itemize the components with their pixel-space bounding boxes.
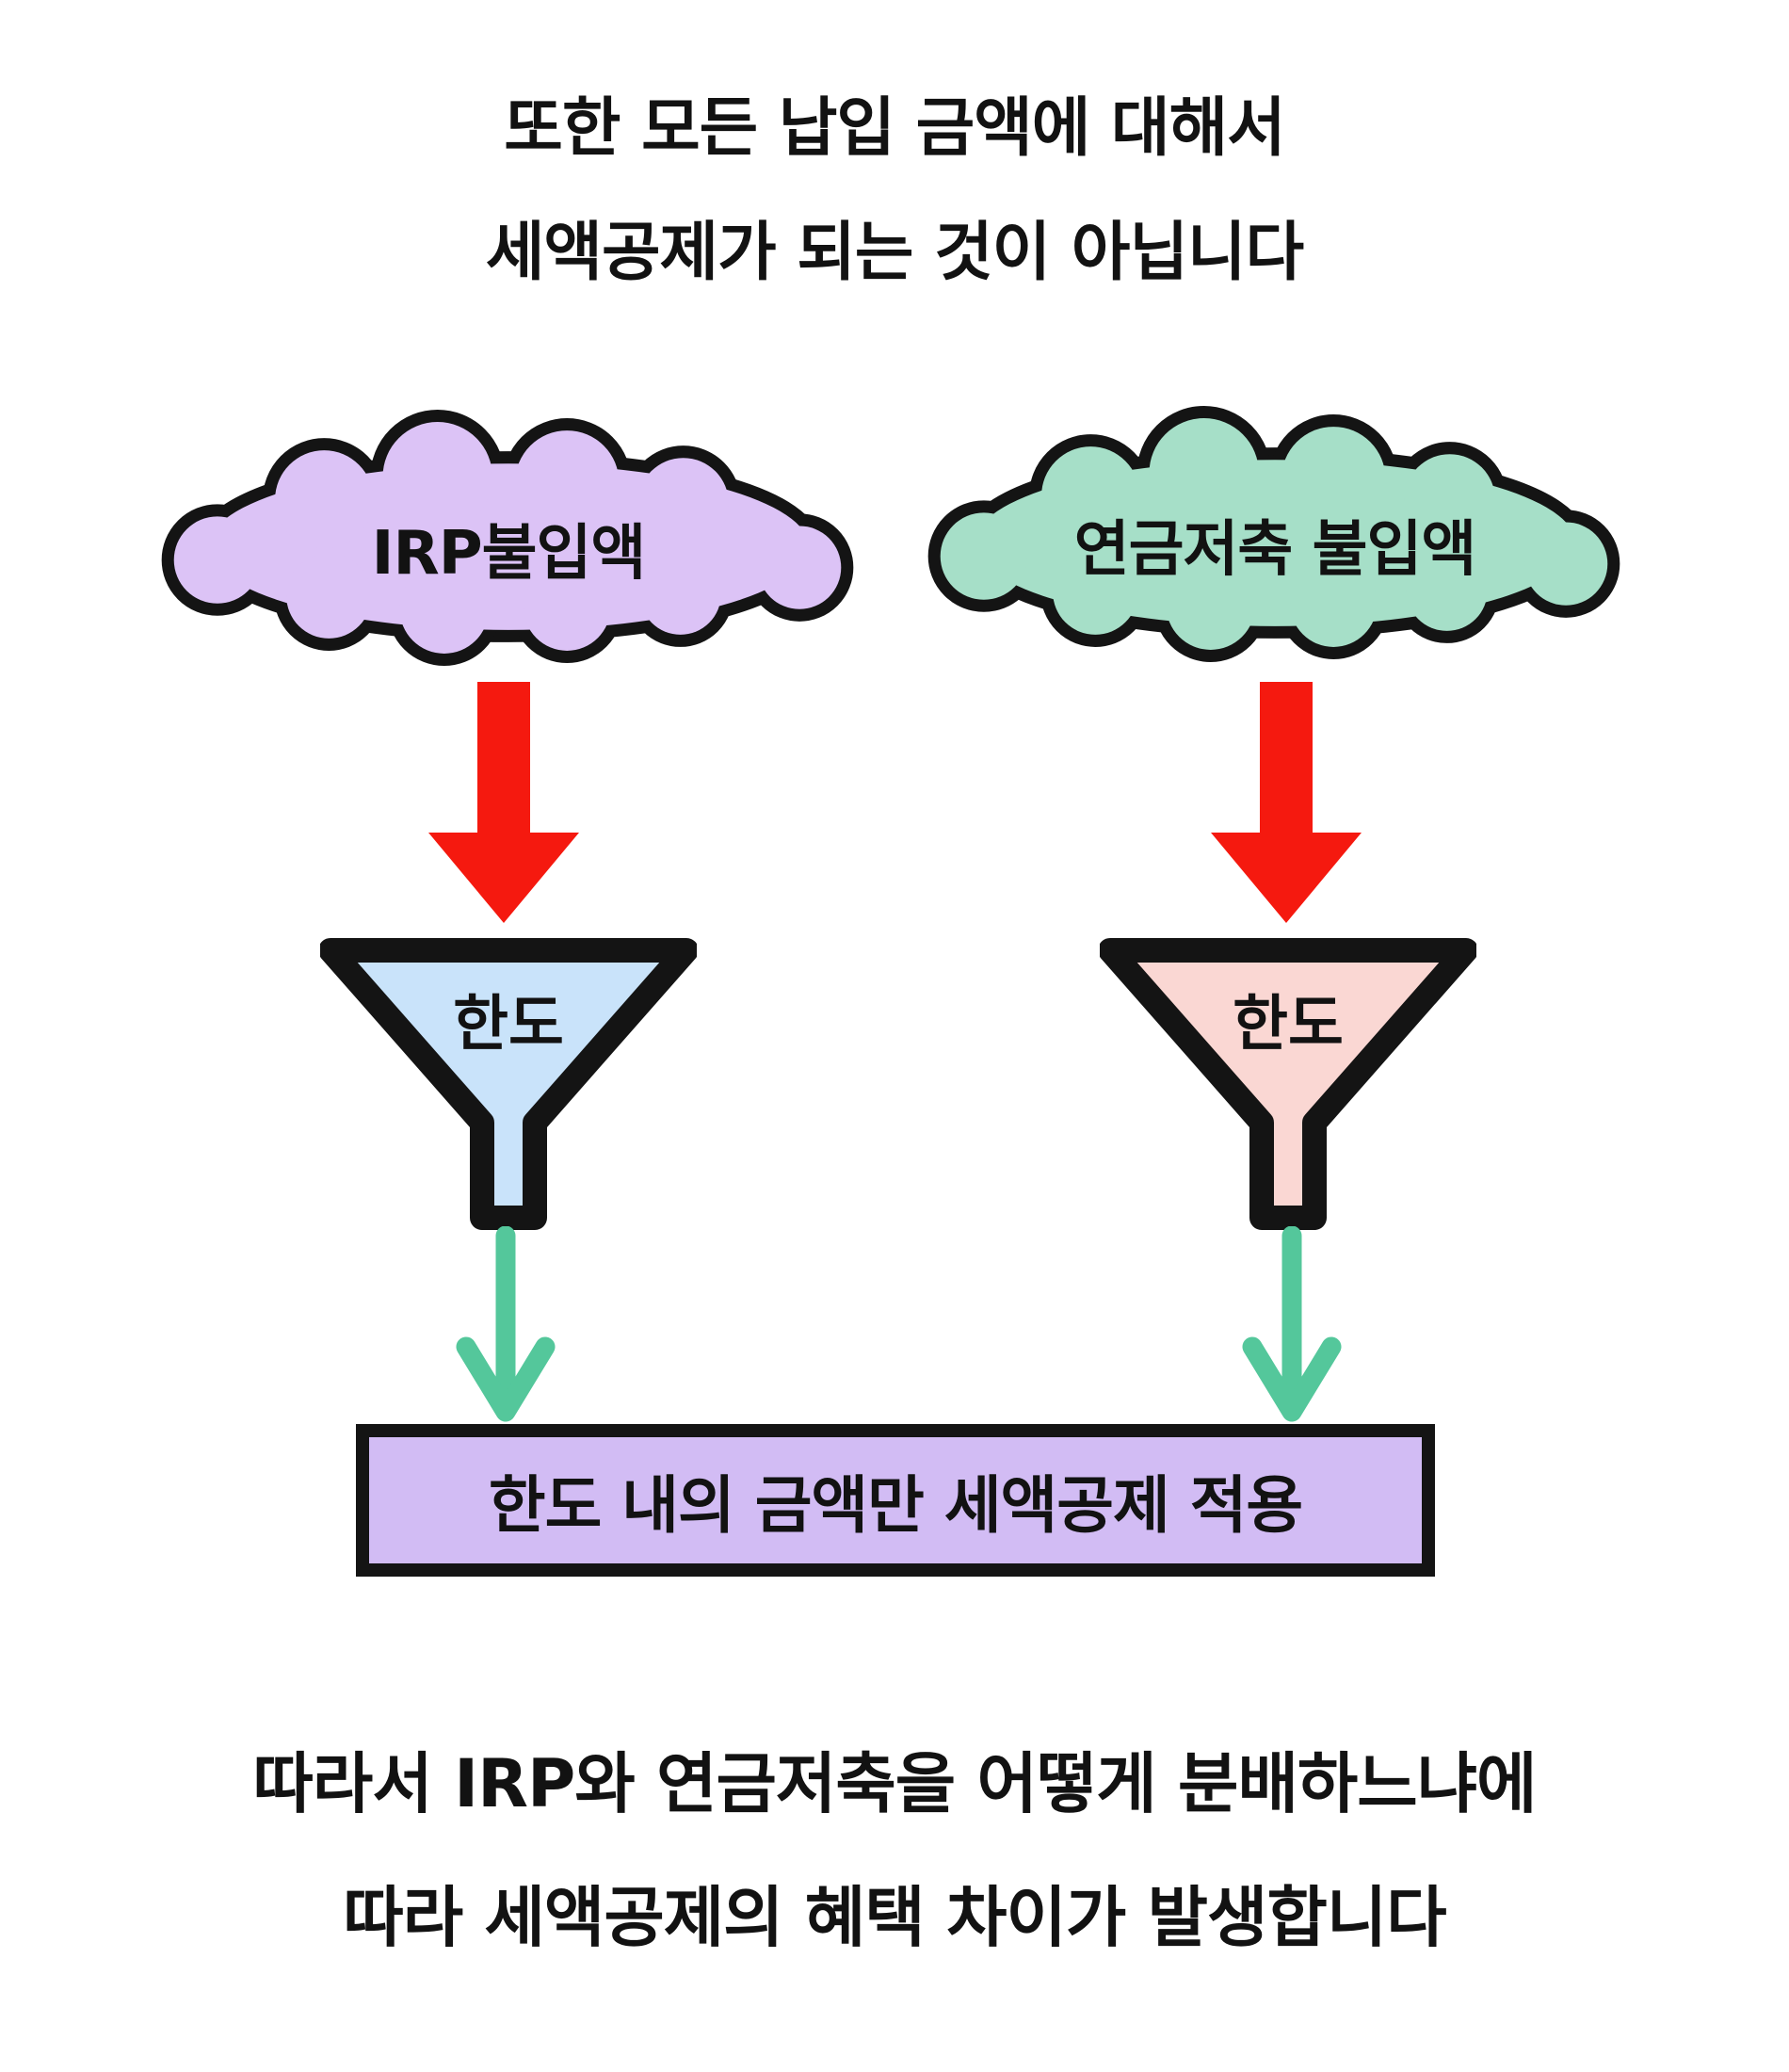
- footer-line-2: 따라 세액공제의 혜택 차이가 발생합니다: [343, 1879, 1446, 1956]
- limit-funnel-right-label: 한도: [1233, 990, 1344, 1060]
- red-arrow-right-icon: [1211, 682, 1362, 923]
- title-line-2: 세액공제가 되는 것이 아닙니다: [485, 216, 1304, 290]
- footer-line-1: 따라서 IRP와 연금저축을 어떻게 분배하느냐에: [252, 1745, 1538, 1822]
- title-line-1: 또한 모든 납입 금액에 대해서: [504, 91, 1285, 166]
- green-arrow-right-icon: [1240, 1226, 1344, 1424]
- green-arrow-left-icon: [454, 1226, 557, 1424]
- pension-cloud-label: 연금저축 불입액: [1073, 515, 1476, 585]
- result-box-label: 한도 내의 금액만 세액공제 적용: [488, 1469, 1303, 1542]
- limit-funnel-left-label: 한도: [453, 990, 564, 1060]
- irp-cloud-label: IRP불입액: [371, 519, 647, 589]
- red-arrow-left-icon: [428, 682, 579, 923]
- result-box: 한도 내의 금액만 세액공제 적용: [356, 1424, 1435, 1577]
